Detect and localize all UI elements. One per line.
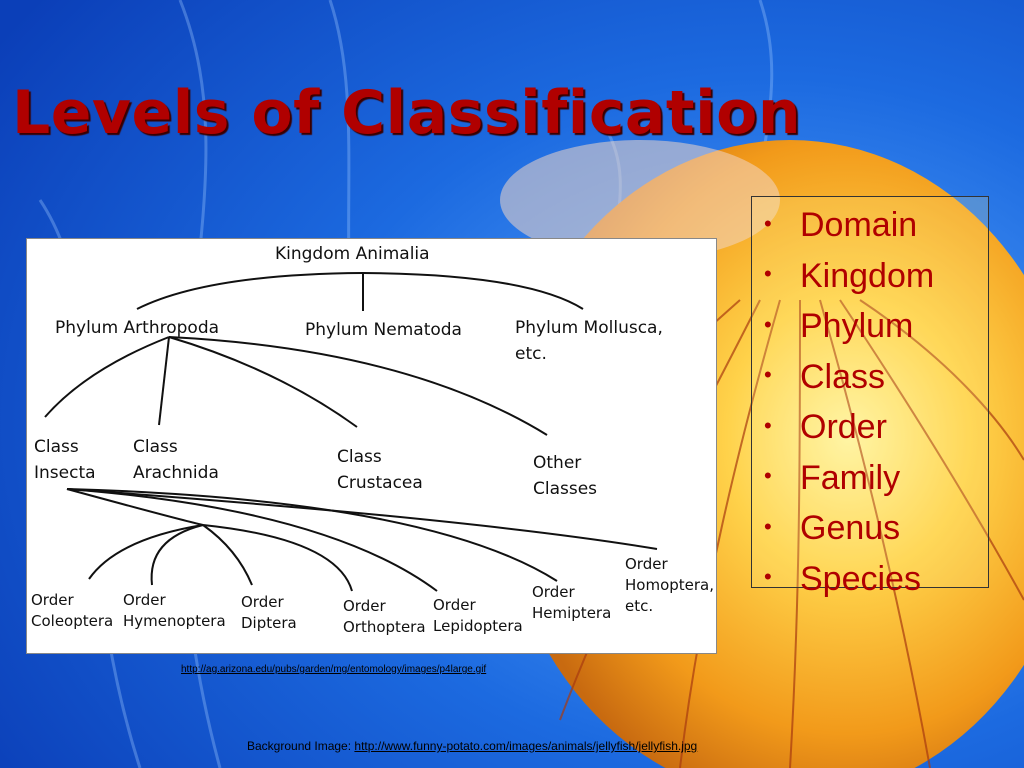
bullet-dot-icon: • <box>764 564 772 590</box>
class-node-line: Insecta <box>34 463 96 483</box>
classification-level-label: Phylum <box>800 307 914 346</box>
order-node-line: Order <box>31 591 74 609</box>
order-node-line: Hemiptera <box>532 604 611 622</box>
bullet-dot-icon: • <box>764 311 772 337</box>
bullet-dot-icon: • <box>764 210 772 236</box>
bullet-dot-icon: • <box>764 261 772 287</box>
diagram-source-link[interactable]: http://ag.arizona.edu/pubs/garden/mg/ent… <box>181 664 486 675</box>
class-node-line: Classes <box>533 479 597 499</box>
classification-level-item: • Species <box>764 555 988 606</box>
classification-levels-box: • Domain • Kingdom • Phylum • Class • Order • Famil… <box>751 196 989 598</box>
phylum-node: Phylum Arthropoda <box>55 318 219 338</box>
order-node-line: Order <box>241 593 284 611</box>
classification-level-item: • Domain <box>764 201 988 252</box>
classification-levels-list: • Domain • Kingdom • Phylum • Class • Order • Famil… <box>764 201 988 605</box>
phylum-node-line: etc. <box>515 344 547 364</box>
classification-level-item: • Phylum <box>764 302 988 353</box>
class-node-line: Other <box>533 453 581 473</box>
background-credit-url[interactable]: http://www.funny-potato.com/images/anima… <box>354 739 698 753</box>
phylum-node: Phylum Mollusca, etc. <box>515 318 663 364</box>
order-node-line: Diptera <box>241 614 297 632</box>
kingdom-node: Kingdom Animalia <box>275 244 430 264</box>
classification-level-label: Genus <box>800 509 901 548</box>
classification-level-label: Species <box>800 559 921 598</box>
order-node-line: Order <box>625 555 668 573</box>
classification-level-item: • Genus <box>764 504 988 555</box>
bullet-dot-icon: • <box>764 412 772 438</box>
order-node-line: Hymenoptera <box>123 612 226 630</box>
classification-level-item: • Class <box>764 353 988 404</box>
background-credit: Background Image: http://www.funny-potat… <box>247 739 697 753</box>
classification-level-label: Domain <box>800 206 918 244</box>
class-node-line: Class <box>133 437 178 457</box>
bullet-dot-icon: • <box>764 362 772 388</box>
order-node-line: Orthoptera <box>343 618 426 636</box>
classification-level-item: • Kingdom <box>764 252 988 303</box>
order-node-line: Order <box>123 591 166 609</box>
background-credit-label: Background Image: <box>247 739 355 753</box>
classification-level-item: • Family <box>764 454 988 505</box>
phylum-node: Phylum Nematoda <box>305 320 462 340</box>
classification-level-label: Kingdom <box>800 256 935 295</box>
class-node-line: Class <box>34 437 79 457</box>
class-node-line: Class <box>337 447 382 467</box>
classification-level-label: Order <box>800 408 887 447</box>
phylum-node-line: Phylum Mollusca, <box>515 318 663 338</box>
classification-level-label: Family <box>800 458 901 497</box>
order-node-line: Lepidoptera <box>433 617 523 635</box>
phylum-node-line: Phylum Arthropoda <box>55 318 219 338</box>
slide-title: Levels of Classification <box>12 78 802 148</box>
order-node-line: Order <box>532 583 575 601</box>
bullet-dot-icon: • <box>764 513 772 539</box>
phylum-node-line: Phylum Nematoda <box>305 320 462 340</box>
order-node-line: etc. <box>625 597 653 615</box>
order-node-line: Coleoptera <box>31 612 113 630</box>
class-node-line: Crustacea <box>337 473 423 493</box>
diagram-source-url[interactable]: http://ag.arizona.edu/pubs/garden/mg/ent… <box>181 664 487 675</box>
order-node-line: Homoptera, <box>625 576 714 594</box>
bullet-dot-icon: • <box>764 463 772 489</box>
class-node-line: Arachnida <box>133 463 219 483</box>
diagram-connector-lines <box>44 271 658 592</box>
classification-level-label: Class <box>800 357 886 396</box>
order-node-line: Order <box>343 597 386 615</box>
classification-level-item: • Order <box>764 403 988 454</box>
order-node-line: Order <box>433 596 476 614</box>
